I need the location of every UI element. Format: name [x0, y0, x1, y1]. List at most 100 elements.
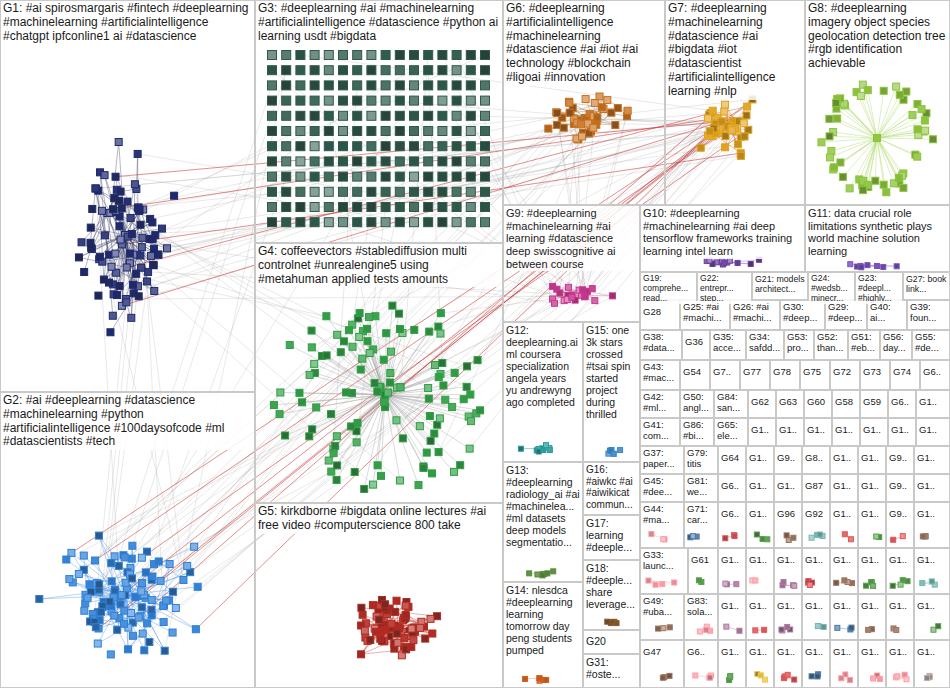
vertex [353, 142, 362, 151]
vertex [381, 626, 388, 633]
group-label: G1.. [859, 452, 881, 465]
cluster-cell: G1.. [858, 548, 886, 594]
vertex [846, 185, 853, 192]
vertex [351, 468, 358, 475]
vertex [871, 676, 876, 681]
vertex [110, 206, 117, 213]
cluster-cell: G1.. [914, 502, 950, 548]
group-label: G60 [805, 396, 827, 409]
vertex [437, 330, 444, 337]
vertex-group [704, 257, 761, 267]
vertex [438, 81, 447, 90]
vertex-group [358, 597, 441, 659]
cluster-panel: G3: #deeplearning #ai #machinelearning #… [255, 0, 503, 243]
group-label: G55: #de... [913, 331, 949, 355]
vertex [605, 619, 610, 624]
group-label: G1.. [889, 424, 911, 437]
vertex [115, 138, 122, 145]
cluster-cell: G55: #de... [912, 330, 950, 360]
group-label: G9.. [775, 452, 797, 465]
vertex [310, 187, 319, 196]
group-label: G1.. [719, 646, 741, 659]
vertex [268, 187, 277, 196]
cluster-cell: G71: car... [684, 502, 718, 548]
cluster-cell: G1.. [830, 594, 858, 640]
vertex-group [782, 672, 797, 682]
group-label: G50: angl... [681, 391, 713, 415]
cluster-cell: G1.. [746, 548, 774, 594]
vertex [732, 534, 737, 539]
vertex [895, 174, 902, 181]
vertex [896, 91, 903, 98]
cluster-cell: G14: nlesdca #deeplearning learning tomo… [503, 582, 583, 688]
vertex [609, 293, 615, 299]
vertex [324, 203, 333, 212]
vertex [114, 626, 121, 633]
vertex-group [75, 138, 177, 335]
vertex [424, 203, 433, 212]
vertex [466, 187, 475, 196]
cluster-cell: G7.. [710, 360, 740, 390]
vertex [129, 542, 136, 549]
group-label: G25: #ai #machi... [681, 301, 729, 325]
vertex [282, 142, 291, 151]
vertex-group [605, 619, 619, 625]
group-label: G92 [803, 508, 825, 521]
vertex [308, 344, 315, 351]
vertex [765, 537, 770, 542]
group-label: G73 [861, 366, 883, 379]
vertex [148, 606, 155, 613]
vertex [94, 640, 101, 647]
cluster-edge [274, 306, 480, 489]
cluster-cell: G1.. [888, 418, 916, 446]
vertex [807, 582, 812, 587]
vertex [282, 51, 291, 60]
vertex [296, 111, 305, 120]
vertex [155, 558, 162, 565]
vertex [890, 583, 895, 588]
vertex [121, 554, 128, 561]
vertex [821, 624, 826, 629]
vertex [452, 203, 461, 212]
group-label: G29: #deep... [826, 301, 866, 325]
vertex [92, 624, 99, 631]
vertex [169, 588, 176, 595]
vertex [310, 218, 319, 227]
vertex [157, 577, 164, 584]
vertex [877, 677, 882, 682]
vertex [833, 99, 840, 106]
vertex [410, 637, 417, 644]
cluster-cell: G13: #deeplearning radiology_ai #ai #mac… [503, 462, 583, 582]
vertex [697, 629, 702, 634]
group-label: G7: #deeplearning #machinelearning #data… [666, 1, 804, 100]
vertex-group [815, 624, 826, 630]
cluster-cell: G1.. [802, 640, 830, 688]
vertex [523, 676, 528, 681]
vertex [367, 66, 376, 75]
vertex [172, 604, 179, 611]
vertex-group [36, 532, 201, 658]
vertex [139, 580, 146, 587]
vertex [353, 203, 362, 212]
cluster-cell: G50: angl... [680, 390, 714, 418]
cluster-panel: G10: #deeplearning #machinelearning #ai … [640, 205, 805, 272]
vertex [883, 189, 890, 196]
vertex [296, 187, 305, 196]
vertex [171, 192, 178, 199]
vertex-group [697, 96, 756, 159]
vertex [410, 157, 419, 166]
vertex [452, 96, 461, 105]
vertex [537, 676, 542, 681]
cluster-panel: G9: #deeplearning #machinelearning #ai l… [503, 205, 640, 322]
group-label: G1.. [859, 480, 881, 493]
group-label: G26: #ai #machi... [731, 301, 779, 325]
vertex-group [693, 673, 714, 680]
vertex [359, 611, 366, 618]
vertex-group [696, 578, 703, 585]
vertex [296, 96, 305, 105]
vertex [310, 66, 319, 75]
vertex [442, 396, 449, 403]
vertex [353, 187, 362, 196]
cluster-cell: G1.. [802, 594, 830, 640]
vertex [380, 356, 387, 363]
